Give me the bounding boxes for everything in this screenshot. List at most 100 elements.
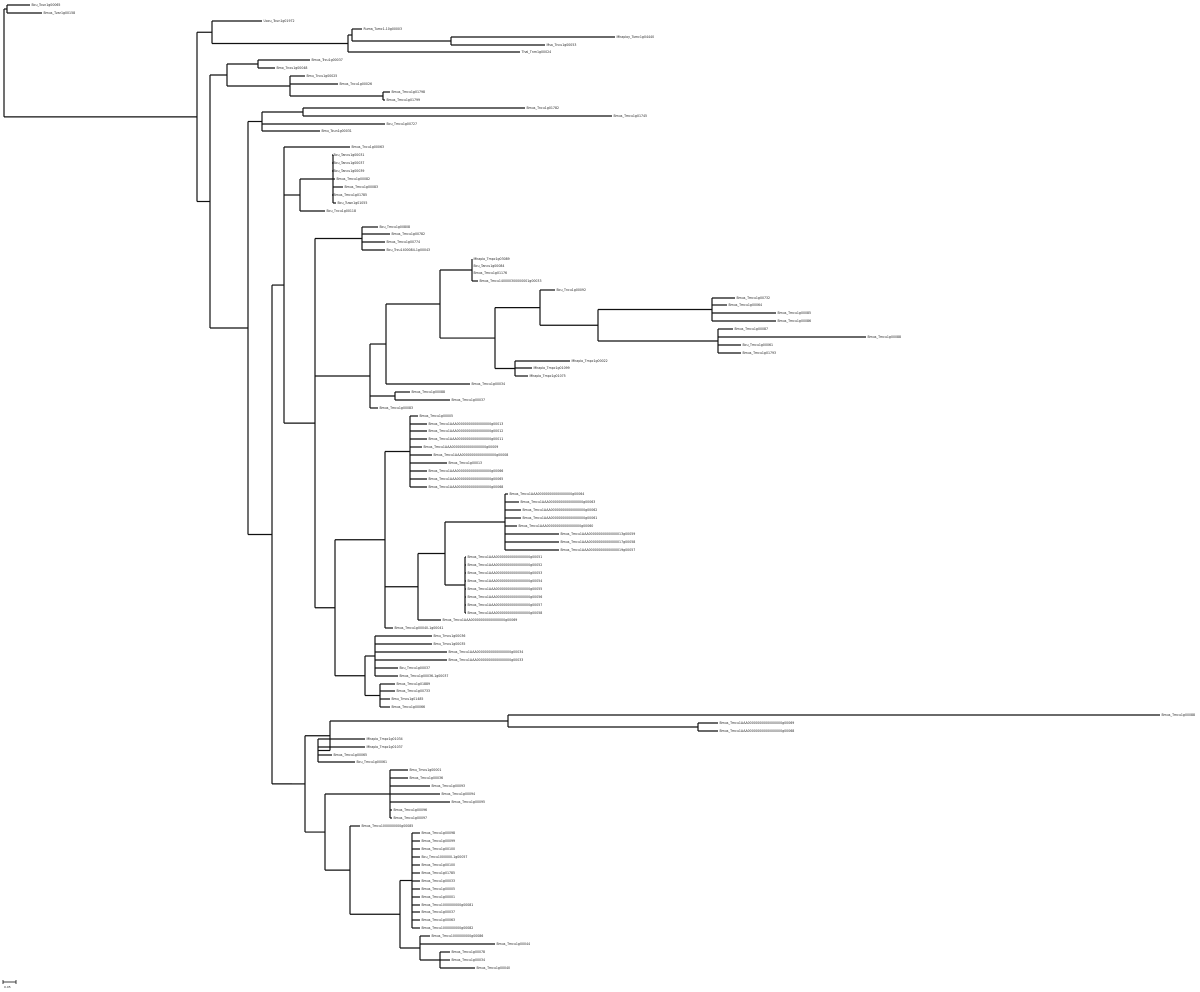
- leaf-label: Bmus_Tmcu1AAA00000000000000000g00065: [429, 477, 504, 481]
- leaf-label: Bmus_Tmcu1AAA00000000000000000g00057: [468, 603, 543, 607]
- leaf-label: Bmo_Tnxu1g00048: [277, 66, 308, 70]
- leaf-label: Mhaplo_Tmpc1g03089: [474, 257, 510, 261]
- leaf-label: Bcu_Tancu1g00031: [334, 153, 365, 157]
- leaf-label: Bmus_Tmcu1g00078: [452, 950, 486, 954]
- leaf-label: Bmus_Tmcu1g00044: [497, 942, 531, 946]
- leaf-label: Bmus_Tmcu1g00097: [394, 816, 428, 820]
- leaf-label: Bmus_Tmcu1g00100: [422, 847, 456, 851]
- leaf-label: Bmus_Tmcu1g00034: [472, 382, 506, 386]
- leaf-label: Bmus_Tmcu1g00066: [392, 705, 426, 709]
- leaf-label: Bmus_Tmcu1g01798: [392, 90, 426, 94]
- scale-bar-label: 0.05: [4, 985, 11, 989]
- leaf-label: Bcu_Trcu1400084-1g00043: [387, 248, 431, 252]
- leaf-label: Mhaplo_Tmpc1g01099: [534, 366, 570, 370]
- leaf-label: Bcu_Tancu1g00037: [334, 161, 365, 165]
- leaf-label: Bmu_Tmcu1g00036: [434, 634, 466, 638]
- leaf-label: Bmus_Tmcu1AAA00000000000000000g00034: [449, 650, 524, 654]
- leaf-label: Bmus_Tmcu1g00086: [778, 319, 812, 323]
- leaf-label: Bmus_Tmcu1g00036: [410, 776, 444, 780]
- leaf-label: Bmus_Tmcu1g00063: [422, 918, 456, 922]
- leaf-label: Bmus_Tmcu1g00096: [394, 808, 428, 812]
- leaf-label: Bmus_Tmcu1AAA00000000000000000g00013: [429, 422, 504, 426]
- leaf-label: Bmus_Tmcu1g00733: [397, 689, 431, 693]
- leaf-label: Bmu_Tmcu1g00035: [434, 642, 466, 646]
- leaf-label: Bmus_Tmcu1g01176: [474, 271, 508, 275]
- leaf-label: Bcu_Tmcu1g00727: [387, 122, 418, 126]
- leaf-label: Bmus_Tncu1g00063: [352, 145, 385, 149]
- leaf-label: Bmus_Tmcu1g00013: [449, 461, 483, 465]
- leaf-label: Bmus_Tmcu1AAA00000000000000000g00012: [429, 429, 504, 433]
- leaf-label: Bcu_Tmcu1g00061: [357, 760, 388, 764]
- leaf-label: Bmus_Tmcu1g00034: [452, 958, 486, 962]
- leaf-label: Bmus_Tmcu1g00037: [422, 910, 456, 914]
- leaf-label: Bmus_Tmcu1g00088: [412, 390, 446, 394]
- leaf-label: Bmus_Tmcu1g00099: [422, 839, 456, 843]
- leaf-label: Bmus_Tmcu1AAA00000000000000000g00009: [424, 445, 499, 449]
- leaf-label: Bmus_Tmcu1g00088: [868, 335, 902, 339]
- leaf-label: Bmus_Tmcu1AAA00000000000000000g00061: [523, 516, 598, 520]
- leaf-label: Bmus_Tmcu1g00064: [729, 303, 763, 307]
- leaf-label: Bmus_Tmcu1AAA00000000000000000g00069: [443, 618, 518, 622]
- leaf-label: Bmus_Tmcu1g00774: [387, 240, 421, 244]
- leaf-label: Bmus_Tmcu1g00040: [477, 966, 511, 970]
- leaf-label: Bmus_Tmcu1g00083: [345, 185, 379, 189]
- leaf-label: Bmus_Tmcu1g00005: [422, 887, 456, 891]
- leaf-label: Bmus_Tmcu1AAA00000000000000000g00063: [521, 500, 596, 504]
- leaf-label: Bcu_Tuwn1g01055: [338, 201, 368, 205]
- leaf-label: Bmus_Tmcu1g00040-1g00041: [395, 626, 444, 630]
- leaf-label: Bmu_Tmcu1g01485: [392, 697, 424, 701]
- leaf-label: Uocu_Tcun1g01972: [264, 19, 295, 23]
- leaf-label: Bmus_Tmcu1g00037: [452, 398, 486, 402]
- leaf-label: Bmus_Tmcu1g00088: [1162, 713, 1196, 717]
- leaf-label: Bmus_Tmcu1g00087: [735, 327, 769, 331]
- leaf-label: Bmus_Tmcu1g00782: [392, 232, 426, 236]
- leaf-label: Bmus_Tmcu1g00094: [442, 792, 476, 796]
- leaf-label: Bmus_Tmcu1AAA00000000000000000g00058: [468, 611, 543, 615]
- leaf-label: Mhaplo_Tmpc1g01075: [530, 374, 566, 378]
- leaf-label: Bmus_Tmcu140000300000001g00033: [480, 279, 542, 283]
- leaf-label: Bmus_Tmcu1000000000g00085: [362, 824, 414, 828]
- leaf-label: Bmus_Tmcu1AAA00000000000000000g00066: [429, 469, 504, 473]
- leaf-label: Ruma_Tumc1-10g00003: [364, 27, 402, 31]
- leaf-label: Bcu_Tmcu1000000-1g00057: [422, 855, 468, 859]
- leaf-label: Bmus_Tmcu1g01799: [387, 98, 421, 102]
- leaf-label: Msa_Tncu1g00053: [547, 43, 577, 47]
- leaf-label: Bcu_Tncu1g00118: [327, 209, 356, 213]
- leaf-label: Bmus_Tmcu1g00036-1g00037: [400, 674, 449, 678]
- leaf-label: Bmus_Tmcu1g01793: [743, 351, 777, 355]
- leaf-label: Bmus_Tmcu1g00001: [422, 895, 456, 899]
- leaf-label: Bmus_Tmcu1AAA00000000000000000g00062: [523, 508, 598, 512]
- leaf-label: Bmu_Tncu1g00025: [307, 74, 338, 78]
- leaf-label: Bcu_Tmcu1g00061: [743, 343, 774, 347]
- leaf-label: Bmus_Tmcu1g00093: [432, 784, 466, 788]
- leaf-label: Bmus_Tmcu1000000000g00086: [432, 934, 484, 938]
- leaf-label: Bmus_Tmcu1AAA00000000000000000g00055: [468, 587, 543, 591]
- leaf-label: Bmus_Tmcu1AAA00000000000000000g00008: [434, 453, 509, 457]
- leaf-label: Bmus_Tmcu1g00098: [422, 831, 456, 835]
- leaf-label: Bmus_Tncu1g00026: [340, 82, 373, 86]
- leaf-label: Bmu_Tcun1g00031: [322, 129, 352, 133]
- leaf-label: Bmus_Tzar1g00158: [44, 11, 76, 15]
- tree-branches: [3, 4, 1160, 969]
- leaf-label: Bcu_Tncu1g00092: [557, 288, 586, 292]
- leaf-label: Bcu_Tmcu1g00808: [380, 225, 411, 229]
- leaf-label: Bmus_Tmcu1g00065: [334, 753, 368, 757]
- leaf-label: Bmus_Tncu1g01782: [527, 106, 560, 110]
- leaf-label: Bmus_Trcu1g00037: [312, 58, 343, 62]
- leaf-label: Bmus_Tmcu1000000000g00081: [422, 903, 474, 907]
- leaf-label: Bcu_Tancu1g00084: [474, 264, 505, 268]
- leaf-label: Bmus_Tmcu1g01785: [422, 871, 456, 875]
- leaf-label: Bmus_Tmcu1AAA00000000000000000g00056: [468, 595, 543, 599]
- leaf-label: Bmus_Tmcu1g01785: [334, 193, 368, 197]
- leaf-label: Bmus_Tmcu1AAA00000000000000000g00068: [429, 485, 504, 489]
- leaf-label: Bmus_Tmcu1g00085: [778, 311, 812, 315]
- leaf-label: Bmus_Tmcu1AAA00000000000000017g00058: [561, 540, 636, 544]
- leaf-label: Bmus_Tmcu1g00095: [452, 800, 486, 804]
- leaf-label: Bmus_Tmcu1AAA00000000000000000g00011: [429, 437, 504, 441]
- leaf-label: Bmus_Tmcu1g01745: [614, 114, 648, 118]
- leaf-label: Bmus_Tmcu1AAA00000000000000000g00053: [468, 571, 543, 575]
- leaf-label: Bmus_Tmcu1AAA00000000000000000g00054: [468, 579, 543, 583]
- leaf-label: Bmus_Tmcu1g00732: [737, 296, 771, 300]
- leaf-label: Bmus_Tmcu1g00100: [422, 863, 456, 867]
